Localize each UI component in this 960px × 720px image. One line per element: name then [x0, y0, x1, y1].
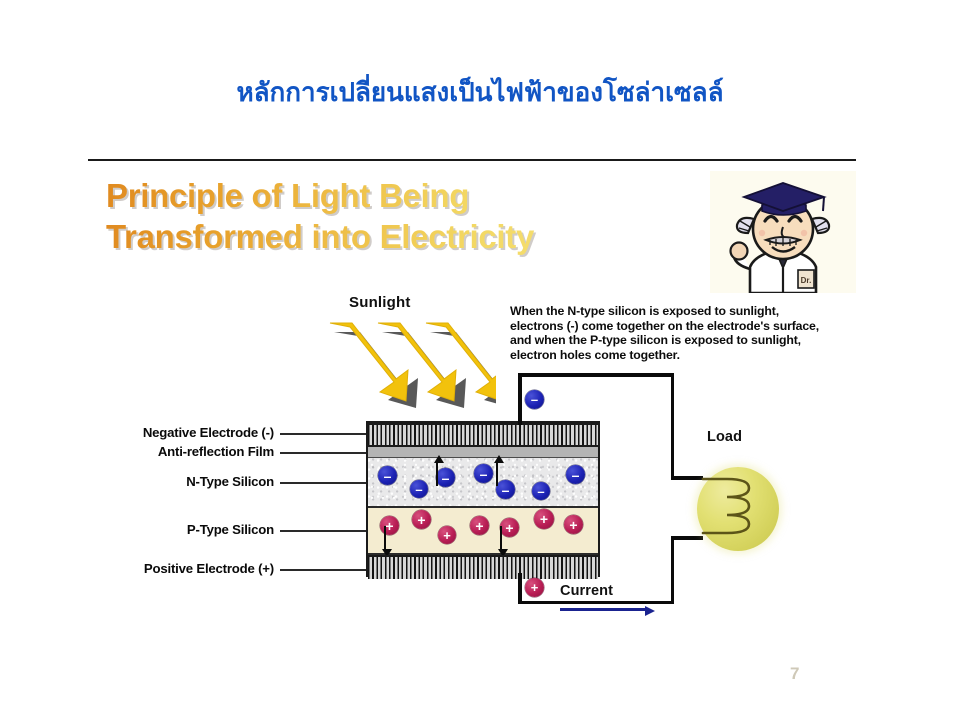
electron-carrier: –: [378, 466, 397, 485]
layer-negative-electrode: [368, 423, 598, 447]
label-positive-electrode: Positive Electrode (+): [143, 561, 274, 576]
hole-carrier: +: [438, 526, 456, 544]
hole-carrier: +: [500, 518, 519, 537]
load-lamp: [697, 467, 779, 551]
electron-group: –––––––: [368, 455, 598, 506]
leader-line: [280, 433, 366, 435]
electron-carrier: –: [496, 480, 515, 499]
circuit-wire-bottom-horizontal: [518, 600, 674, 604]
hole-symbol: +: [530, 580, 539, 595]
figure-heading-line2: Transformed into Electricity: [106, 216, 626, 257]
solar-cell-diagram: ––––––– +++++++: [366, 421, 600, 579]
hole-carrier: +: [412, 510, 431, 529]
layer-positive-electrode: [368, 555, 598, 579]
electron-symbol: –: [530, 392, 539, 407]
figure-heading: Principle of Light Being Transformed int…: [106, 175, 626, 257]
electron-carrier: –: [410, 480, 428, 498]
page-title: หลักการเปลี่ยนแสงเป็นไฟฟ้าของโซล่าเซลล์: [236, 78, 724, 108]
hole-carrier: +: [470, 516, 489, 535]
layer-anti-reflection-film: [368, 447, 598, 458]
explanation-text: When the N-type silicon is exposed to su…: [510, 304, 820, 362]
sunlight-label: Sunlight: [349, 294, 411, 311]
label-negative-electrode: Negative Electrode (-): [142, 425, 274, 440]
circuit-wire-top-vertical: [518, 373, 522, 425]
flow-arrow-up: [493, 455, 504, 486]
page-number: 7: [790, 664, 800, 683]
leader-line: [280, 452, 366, 454]
figure-heading-line1: Principle of Light Being: [106, 175, 626, 216]
leader-line: [280, 569, 366, 571]
flow-arrow-down: [381, 526, 392, 557]
load-coil-icon: [701, 477, 751, 535]
electron-carrier: –: [436, 468, 455, 487]
circuit-wire-right-upper: [670, 373, 674, 479]
svg-text:Dr.: Dr.: [801, 276, 812, 285]
circuit-wire-bottom-vertical: [518, 573, 522, 604]
flow-arrow-up: [433, 455, 444, 486]
electron-carrier: –: [474, 464, 493, 483]
circuit-hole: +: [525, 578, 544, 597]
leader-line: [280, 482, 366, 484]
label-n-type-silicon: N-Type Silicon: [186, 474, 274, 489]
circuit-wire-right-lower: [670, 536, 674, 604]
hole-carrier: +: [564, 515, 583, 534]
sunlight-arrows-icon: [329, 322, 496, 408]
circuit-wire-load-out: [670, 536, 703, 540]
professor-illustration: Dr.: [710, 171, 856, 293]
hole-carrier: +: [380, 516, 399, 535]
circuit-wire-load-in: [670, 476, 703, 480]
content-divider: [88, 159, 856, 161]
layer-p-type-silicon: + + + + + + +: [368, 508, 598, 557]
layer-n-type-silicon: –––––––: [368, 455, 598, 508]
figure-container: Principle of Light Being Transformed int…: [88, 161, 856, 661]
flow-arrow-down: [497, 526, 508, 557]
hole-group: + + + + + + +: [368, 508, 598, 557]
label-p-type-silicon: P-Type Silicon: [186, 522, 274, 537]
professor-icon: Dr.: [710, 171, 856, 293]
load-label: Load: [707, 429, 743, 445]
electron-carrier: –: [566, 465, 585, 484]
current-direction-arrow: [560, 605, 655, 616]
hole-carrier: +: [534, 509, 554, 529]
circuit-wire-top-horizontal: [518, 373, 674, 377]
electron-carrier: –: [532, 482, 550, 500]
leader-line: [280, 530, 366, 532]
circuit-electron: –: [525, 390, 544, 409]
current-label: Current: [560, 583, 614, 599]
label-anti-reflection-film: Anti-reflection Film: [157, 444, 274, 459]
